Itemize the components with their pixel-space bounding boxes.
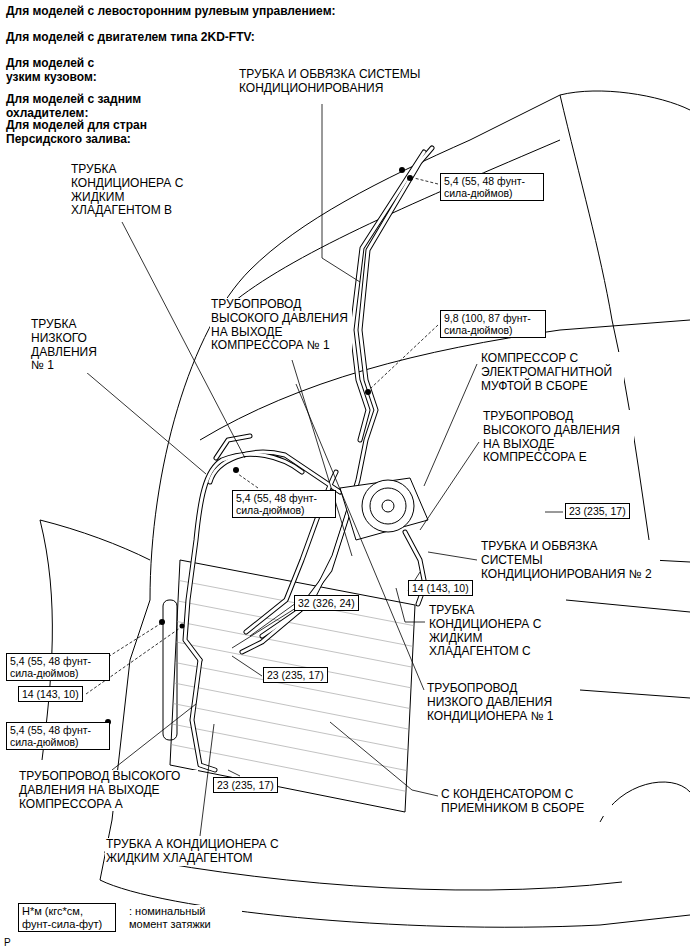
compressor xyxy=(362,480,414,532)
model-note: Для моделей с двигателем типа 2KD-FTV: xyxy=(5,31,307,45)
torque-box: 32 (326, 24) xyxy=(294,595,359,611)
vehicle-outline xyxy=(236,140,560,300)
part-name: ТРУБОПРОВОД ВЫСОКОГО ДАВЛЕНИЯ НА ВЫХОДЕ … xyxy=(18,770,198,811)
torque-box: 5,4 (55, 48 фунт-сила-дюймов) xyxy=(440,173,544,201)
torque-value: 5,4 (55, 48 фунт-сила-дюймов) xyxy=(10,724,106,748)
vehicle-outline xyxy=(150,91,690,600)
bolt xyxy=(399,167,405,173)
torque-box: 5,4 (55, 48 фунт-сила-дюймов) xyxy=(232,490,336,518)
torque-box: 23 (235, 17) xyxy=(565,503,630,519)
legend-note: : номинальный момент затяжки xyxy=(128,905,242,930)
part-name: КОМПРЕССОР С ЭЛЕКТРОМАГНИТНОЙ МУФТОЙ В С… xyxy=(480,352,624,393)
model-note: Для моделей с узким кузовом: xyxy=(5,57,115,85)
leader-line xyxy=(232,608,296,648)
part-name: ТРУБКА А КОНДИЦИОНЕРА С ЖИДКИМ ХЛАДАГЕНТ… xyxy=(105,838,303,866)
vehicle-outline xyxy=(560,95,612,320)
leader-line xyxy=(420,442,479,530)
leader-line xyxy=(232,656,262,676)
bolt xyxy=(407,175,413,181)
torque-value: 14 (143, 10) xyxy=(412,582,469,594)
bolt-leader xyxy=(238,474,258,488)
vehicle-outline xyxy=(40,520,150,560)
model-note: Для моделей с задним охладителем: xyxy=(5,93,175,121)
torque-value: 9,8 (100, 87 фунт-сила-дюймов) xyxy=(444,312,542,336)
torque-box: 14 (143, 10) xyxy=(18,686,83,702)
torque-value: 23 (235, 17) xyxy=(267,669,324,681)
refrigerant-pipes-inner xyxy=(185,454,302,660)
leader-line xyxy=(200,724,214,836)
compressor xyxy=(340,478,428,540)
condenser xyxy=(163,600,177,740)
figure-code: P xyxy=(3,937,25,949)
part-name: С КОНДЕНСАТОРОМ С ПРИЕМНИКОМ В СБОРЕ xyxy=(440,788,612,816)
part-name: ТРУБКА КОНДИЦИОНЕРА С ЖИДКИМ ХЛАДАГЕНТОМ… xyxy=(428,604,560,659)
refrigerant-pipes-inner xyxy=(216,436,250,458)
part-name: ТРУБКА И ОБВЯЗКА СИСТЕМЫ КОНДИЦИОНИРОВАН… xyxy=(480,540,660,581)
torque-box: 5,4 (55, 48 фунт-сила-дюймов) xyxy=(6,722,110,750)
condenser xyxy=(170,560,415,812)
torque-box: 23 (235, 17) xyxy=(263,667,328,683)
part-name: ТРУБОПРОВОД НИЗКОГО ДАВЛЕНИЯ КОНДИЦИОНЕР… xyxy=(426,682,568,723)
leader-line xyxy=(428,552,477,560)
bolt xyxy=(365,389,371,395)
bolt-leader xyxy=(371,325,438,388)
torque-value: 5,4 (55, 48 фунт-сила-дюймов) xyxy=(10,655,106,679)
part-name: ТРУБКА НИЗКОГО ДАВЛЕНИЯ № 1 xyxy=(30,318,114,373)
leader-line xyxy=(86,372,206,474)
torque-box: 5,4 (55, 48 фунт-сила-дюймов) xyxy=(6,653,110,681)
model-note: Для моделей для стран Персидского залива… xyxy=(5,119,175,147)
model-note: Для моделей с левосторонним рулевым упра… xyxy=(5,5,407,19)
torque-box: 23 (235, 17) xyxy=(213,777,278,793)
refrigerant-pipes-inner xyxy=(262,148,432,636)
refrigerant-pipes-inner xyxy=(192,660,215,770)
torque-value: Н*м (кгс*см, фунт-сила-фут) xyxy=(22,905,112,930)
part-name: ТРУБКА И ОБВЯЗКА СИСТЕМЫ КОНДИЦИОНИРОВАН… xyxy=(238,68,452,96)
torque-box: 9,8 (100, 87 фунт-сила-дюймов) xyxy=(440,310,546,338)
legend-torque-box: Н*м (кгс*см, фунт-сила-фут) xyxy=(18,903,116,932)
refrigerant-pipes xyxy=(185,454,302,660)
torque-value: 32 (326, 24) xyxy=(298,597,355,609)
leader-line xyxy=(296,384,424,690)
refrigerant-pipes xyxy=(192,660,215,770)
vehicle-outline xyxy=(566,600,690,698)
vehicle-outline xyxy=(600,782,690,822)
torque-box: 14 (143, 10) xyxy=(408,580,473,596)
leader-line xyxy=(545,512,563,513)
refrigerant-pipes xyxy=(262,148,432,636)
leader-line xyxy=(112,704,196,770)
leader-line xyxy=(424,364,477,486)
torque-value: 5,4 (55, 48 фунт-сила-дюймов) xyxy=(444,175,540,199)
torque-value: 14 (143, 10) xyxy=(22,688,79,700)
bolt xyxy=(180,624,185,629)
compressor xyxy=(370,488,406,524)
refrigerant-pipes-inner xyxy=(185,148,432,770)
bolt xyxy=(233,467,239,473)
compressor xyxy=(340,478,428,540)
bolt-leader xyxy=(86,178,438,730)
bolt xyxy=(105,167,413,725)
leader-line xyxy=(228,770,240,776)
leader-line xyxy=(322,104,360,282)
refrigerant-pipes-inner xyxy=(210,452,340,492)
leader-line xyxy=(330,722,438,796)
leader-line xyxy=(292,360,352,556)
torque-value: 5,4 (55, 48 фунт-сила-дюймов) xyxy=(236,492,332,516)
part-name: ТРУБОПРОВОД ВЫСОКОГО ДАВЛЕНИЯ НА ВЫХОДЕ … xyxy=(210,298,352,353)
torque-value: 23 (235, 17) xyxy=(217,779,274,791)
refrigerant-pipes xyxy=(185,148,432,770)
leader-line xyxy=(250,603,296,636)
compressor xyxy=(382,500,394,512)
part-name: ТРУБОПРОВОД ВЫСОКОГО ДАВЛЕНИЯ НА ВЫХОДЕ … xyxy=(482,410,634,465)
refrigerant-pipes-inner xyxy=(352,152,424,440)
bolt-leader xyxy=(414,178,438,184)
part-name: ТРУБКА КОНДИЦИОНЕРА С ЖИДКИМ ХЛАДАГЕНТОМ… xyxy=(70,163,200,218)
torque-value: 23 (235, 17) xyxy=(569,505,626,517)
